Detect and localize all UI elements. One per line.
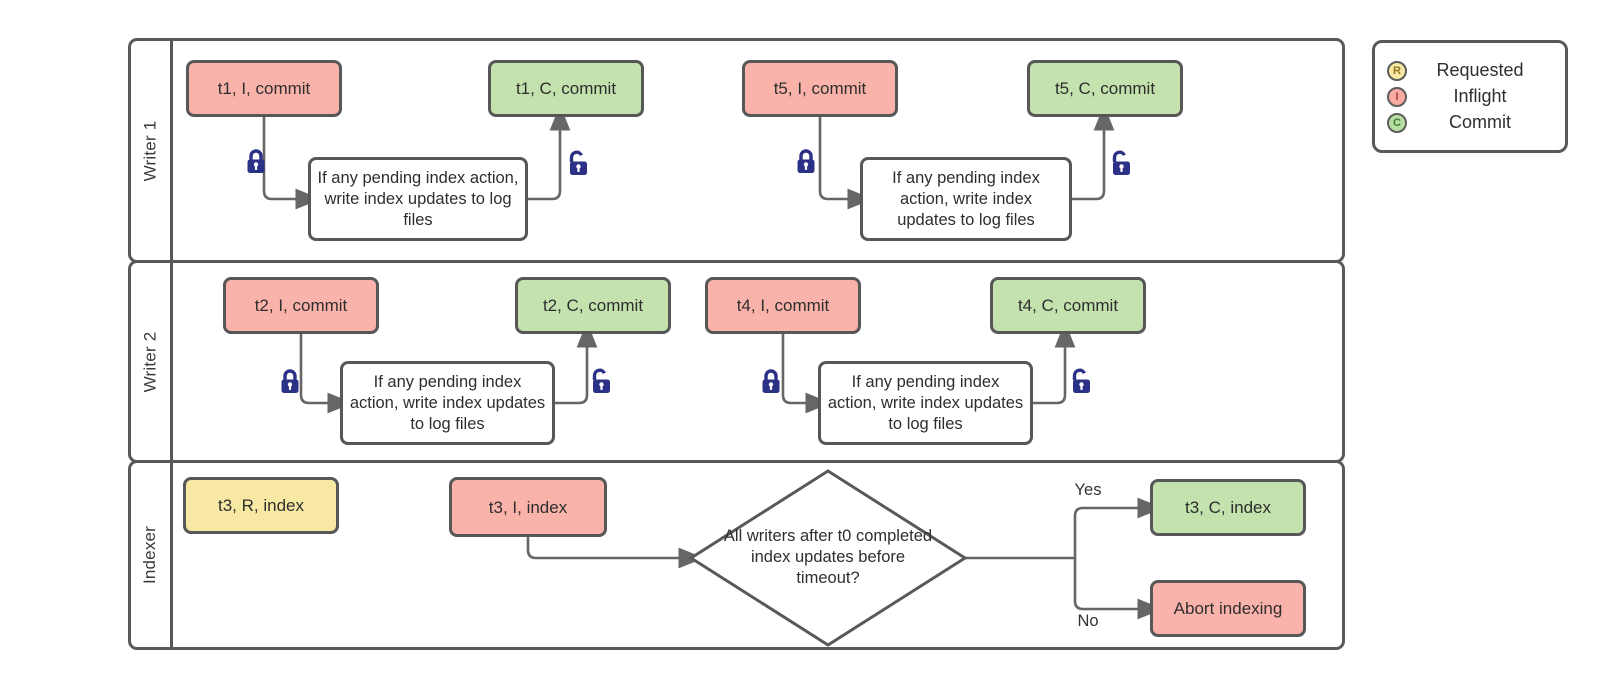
- node-t3-inflight: t3, I, index: [449, 477, 607, 537]
- lane-indexer-header: Indexer: [131, 463, 173, 647]
- requested-state-icon: R: [1387, 60, 1407, 81]
- lane-writer-1-header: Writer 1: [131, 41, 173, 260]
- node-t2-commit: t2, C, commit: [515, 277, 671, 334]
- lane-writer-2-header: Writer 2: [131, 263, 173, 460]
- edge-label-yes: Yes: [1074, 481, 1102, 499]
- node-process-write-index-1: If any pending index action, write index…: [308, 157, 528, 241]
- legend-label-commit: Commit: [1449, 112, 1511, 132]
- legend-label-inflight: Inflight: [1453, 86, 1507, 106]
- node-t1-commit: t1, C, commit: [488, 60, 644, 117]
- decision-label: All writers after t0 completed index upd…: [723, 527, 933, 587]
- node-process-write-index-4: If any pending index action, write index…: [818, 361, 1033, 445]
- node-abort-indexing: Abort indexing: [1150, 580, 1306, 637]
- node-process-write-index-3: If any pending index action, write index…: [340, 361, 555, 445]
- lane-writer-2-title: Writer 2: [140, 331, 160, 392]
- node-t5-commit: t5, C, commit: [1027, 60, 1183, 117]
- node-t3-commit: t3, C, index: [1150, 479, 1306, 536]
- node-t4-inflight: t4, I, commit: [705, 277, 861, 334]
- legend-label-requested: Requested: [1436, 60, 1524, 80]
- lane-indexer-title: Indexer: [140, 525, 160, 585]
- inflight-state-icon: I: [1387, 86, 1407, 107]
- node-t4-commit: t4, C, commit: [990, 277, 1146, 334]
- node-t1-inflight: t1, I, commit: [186, 60, 342, 117]
- legend-row-commit: C Commit: [1387, 112, 1553, 133]
- node-t3-requested: t3, R, index: [183, 477, 339, 534]
- node-t2-inflight: t2, I, commit: [223, 277, 379, 334]
- commit-state-icon: C: [1387, 112, 1407, 133]
- edge-label-no: No: [1077, 612, 1099, 630]
- legend-row-inflight: I Inflight: [1387, 86, 1553, 107]
- node-t5-inflight: t5, I, commit: [742, 60, 898, 117]
- legend: R Requested I Inflight C Commit: [1372, 40, 1568, 153]
- lane-writer-1-title: Writer 1: [140, 120, 160, 181]
- legend-row-requested: R Requested: [1387, 60, 1553, 81]
- node-process-write-index-2: If any pending index action, write index…: [860, 157, 1072, 241]
